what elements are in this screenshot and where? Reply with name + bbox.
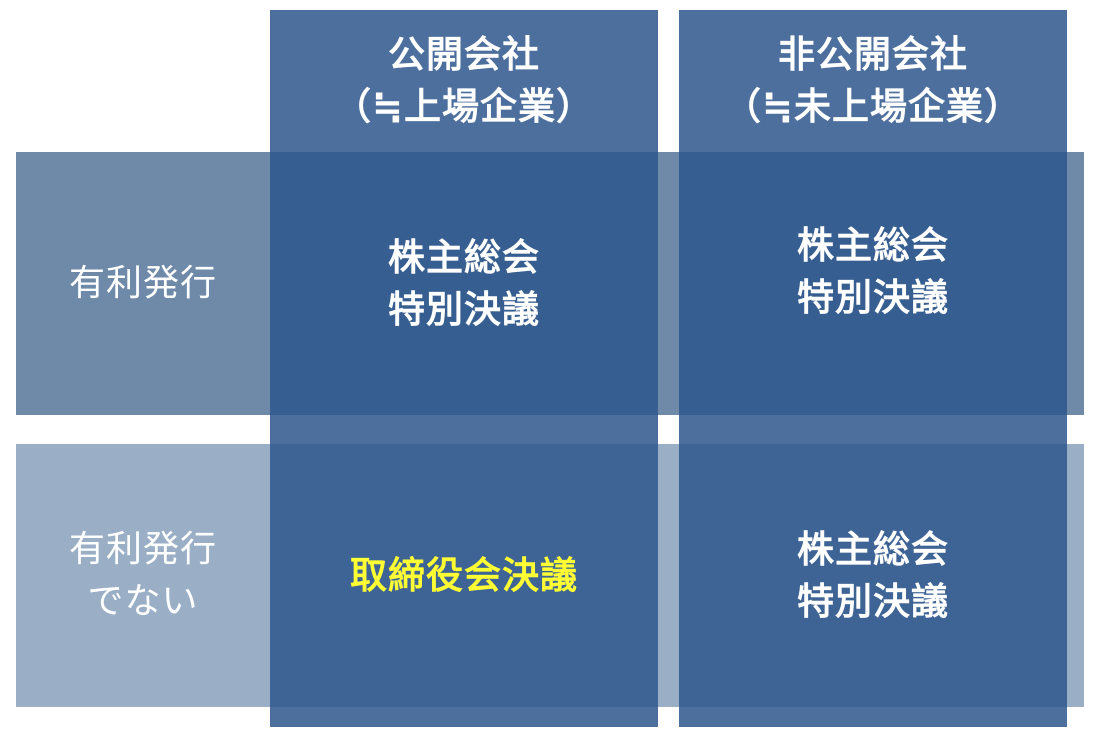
- row-header-not-favorable-issuance: 有利発行 でない: [68, 528, 217, 622]
- cell-not-favorable-private: 株主総会 特別決議: [797, 527, 949, 623]
- cell-favorable-private: 株主総会 特別決議: [797, 223, 949, 319]
- column-block-private-company: [679, 10, 1067, 727]
- column-header-private-company: 非公開会社 （≒未上場企業）: [723, 33, 1022, 128]
- column-header-public-company: 公開会社 （≒上場企業）: [333, 33, 594, 128]
- column-block-public-company: [270, 10, 658, 727]
- row-header-favorable-issuance: 有利発行: [68, 262, 217, 304]
- cell-not-favorable-public: 取締役会決議: [350, 553, 578, 597]
- cell-favorable-public: 株主総会 特別決議: [388, 235, 540, 331]
